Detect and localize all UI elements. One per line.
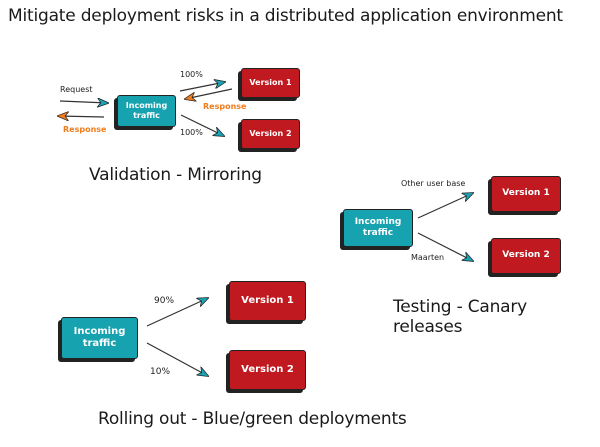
bluegreen-arrow-v1 xyxy=(146,298,208,327)
page-title: Mitigate deployment risks in a distribut… xyxy=(8,6,563,26)
bluegreen-version2-box: Version 2 xyxy=(229,350,306,390)
canary-version1-box: Version 1 xyxy=(491,176,561,212)
response-arrow-right xyxy=(185,88,233,99)
mirroring-heading: Validation - Mirroring xyxy=(89,165,262,185)
canary-arrow-v2 xyxy=(417,232,473,261)
mirror-pct-v2: 100% xyxy=(180,128,203,137)
source-line2: traffic xyxy=(133,111,160,120)
response-arrow-left xyxy=(58,116,105,117)
request-arrow xyxy=(59,101,108,103)
mirror-arrow-v2 xyxy=(180,114,224,136)
source-line1: Incoming xyxy=(125,101,168,110)
source-line2: traffic xyxy=(82,338,117,349)
mirroring-version1-box: Version 1 xyxy=(241,68,300,98)
source-line1: Incoming xyxy=(354,216,402,227)
mirror-pct-v1: 100% xyxy=(180,70,203,79)
response-label-right: Response xyxy=(203,102,247,111)
canary-route-v1: Other user base xyxy=(401,179,466,188)
mirroring-version2-box: Version 2 xyxy=(241,119,300,149)
bluegreen-pct-v1: 90% xyxy=(154,296,175,306)
source-line1: Incoming xyxy=(73,325,126,337)
canary-heading: Testing - Canary releases xyxy=(393,297,528,337)
canary-version2-box: Version 2 xyxy=(491,238,561,274)
mirror-arrow-v1 xyxy=(179,82,225,92)
response-label-left: Response xyxy=(63,125,107,134)
bluegreen-heading: Rolling out - Blue/green deployments xyxy=(98,409,407,429)
source-line2: traffic xyxy=(362,228,394,238)
request-label: Request xyxy=(60,85,93,94)
bluegreen-version1-box: Version 1 xyxy=(229,281,306,321)
canary-arrow-v1 xyxy=(417,193,473,219)
canary-route-v2: Maarten xyxy=(411,253,445,262)
bluegreen-pct-v2: 10% xyxy=(150,367,171,377)
bluegreen-arrow-v2 xyxy=(146,342,208,376)
